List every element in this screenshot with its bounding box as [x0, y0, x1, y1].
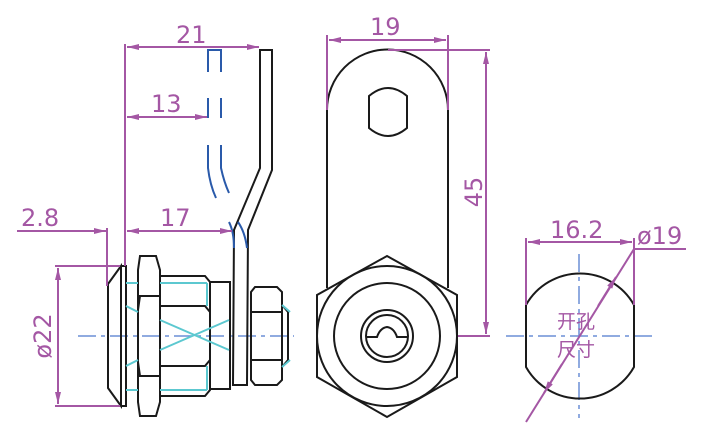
dim-13-label: 13 [151, 90, 182, 118]
dim-16-2-label: 16.2 [550, 216, 603, 244]
dim-19-label: 19 [370, 13, 401, 41]
hidden-arm-position [207, 49, 248, 249]
lever-slot [368, 87, 408, 137]
thread-lines [125, 282, 230, 391]
cam-lever [326, 48, 449, 288]
lock-body [160, 275, 231, 397]
hex-nut [137, 255, 161, 417]
panel-cutout: 16.2 ø19 开孔 尺寸 [506, 216, 686, 423]
cutout-label-line1: 开孔 [557, 311, 595, 333]
hex-body [316, 254, 458, 419]
dim-2-8-label: 2.8 [21, 204, 59, 232]
dim-21-label: 21 [176, 21, 207, 49]
flange [107, 262, 127, 410]
front-view: 19 45 [316, 13, 490, 419]
side-view: 21 13 17 2.8 ø22 [17, 21, 294, 417]
outer-ring [316, 265, 458, 407]
arrow [543, 363, 563, 394]
rear-nut [250, 286, 289, 386]
arrow [597, 276, 617, 307]
dim-diameter-22-label: ø22 [29, 313, 57, 358]
dim-17-label: 17 [160, 204, 191, 232]
dim-diameter-19-label: ø19 [637, 222, 682, 250]
rear-thread [281, 304, 291, 368]
inner-ring [333, 282, 441, 390]
dim-45-label: 45 [460, 177, 488, 208]
key-cylinder [360, 309, 414, 363]
cutout-label-line2: 尺寸 [557, 339, 595, 361]
cam-arm [231, 49, 273, 386]
keyway [366, 325, 408, 338]
